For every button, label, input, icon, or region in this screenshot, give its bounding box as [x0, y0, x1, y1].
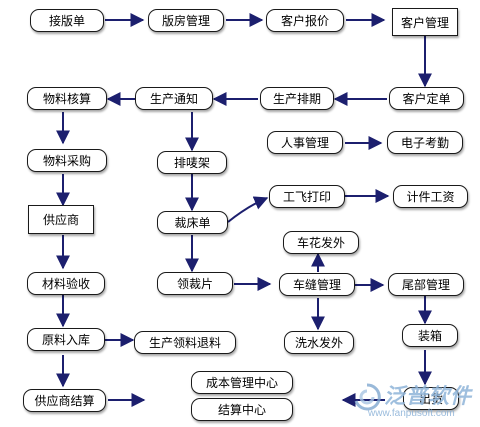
- node-kehubaojia: 客户报价: [266, 9, 344, 32]
- node-jijian: 计件工资: [393, 185, 468, 208]
- logo-name: 泛普软件: [384, 384, 472, 408]
- node-kehuguanli: 客户管理: [392, 8, 458, 36]
- node-zhuangxiang: 装箱: [402, 324, 458, 347]
- node-lingcaipian: 领裁片: [157, 272, 233, 295]
- node-gongyingshang: 供应商: [28, 205, 94, 234]
- node-caichuangdan: 裁床单: [157, 211, 228, 234]
- node-chengben: 成本管理中心: [191, 371, 293, 394]
- arrow-caichuangdan-gongfei: [227, 196, 269, 223]
- node-wuliaohesuan: 物料核算: [27, 87, 107, 110]
- node-shengchanpaiqi: 生产排期: [260, 87, 334, 110]
- node-jiesuan: 结算中心: [191, 398, 293, 421]
- node-gongyingshangjiesuan: 供应商结算: [23, 389, 106, 412]
- node-kehudingdan: 客户定单: [389, 87, 464, 110]
- node-xishui: 洗水发外: [284, 331, 354, 354]
- node-weibu: 尾部管理: [388, 273, 464, 296]
- fanpusoft-logo: 泛普软件 www.fanpusoft.com: [350, 380, 478, 426]
- node-chehuafawai: 车花发外: [283, 231, 359, 254]
- node-jiebandan: 接版单: [30, 9, 104, 32]
- node-chuhuo: 出货: [403, 387, 459, 410]
- node-banfang: 版房管理: [148, 9, 224, 32]
- node-dianzikaoqin: 电子考勤: [387, 131, 463, 154]
- node-cailiaoyanshou: 材料验收: [27, 272, 105, 295]
- node-yuanliaoruku: 原料入库: [27, 328, 105, 351]
- swirl-logo-icon: [354, 383, 381, 411]
- logo-url: www.fanpusoft.com: [368, 408, 455, 419]
- node-lingliaotuiliao: 生产领料退料: [134, 331, 236, 354]
- node-paimaijia: 排唛架: [157, 151, 227, 174]
- node-wuliaocaigou: 物料采购: [27, 149, 107, 172]
- node-gongfei: 工飞打印: [269, 185, 345, 208]
- node-renshi: 人事管理: [267, 131, 343, 154]
- node-chefeng: 车缝管理: [279, 273, 355, 296]
- node-shengchantongzhi: 生产通知: [135, 87, 213, 110]
